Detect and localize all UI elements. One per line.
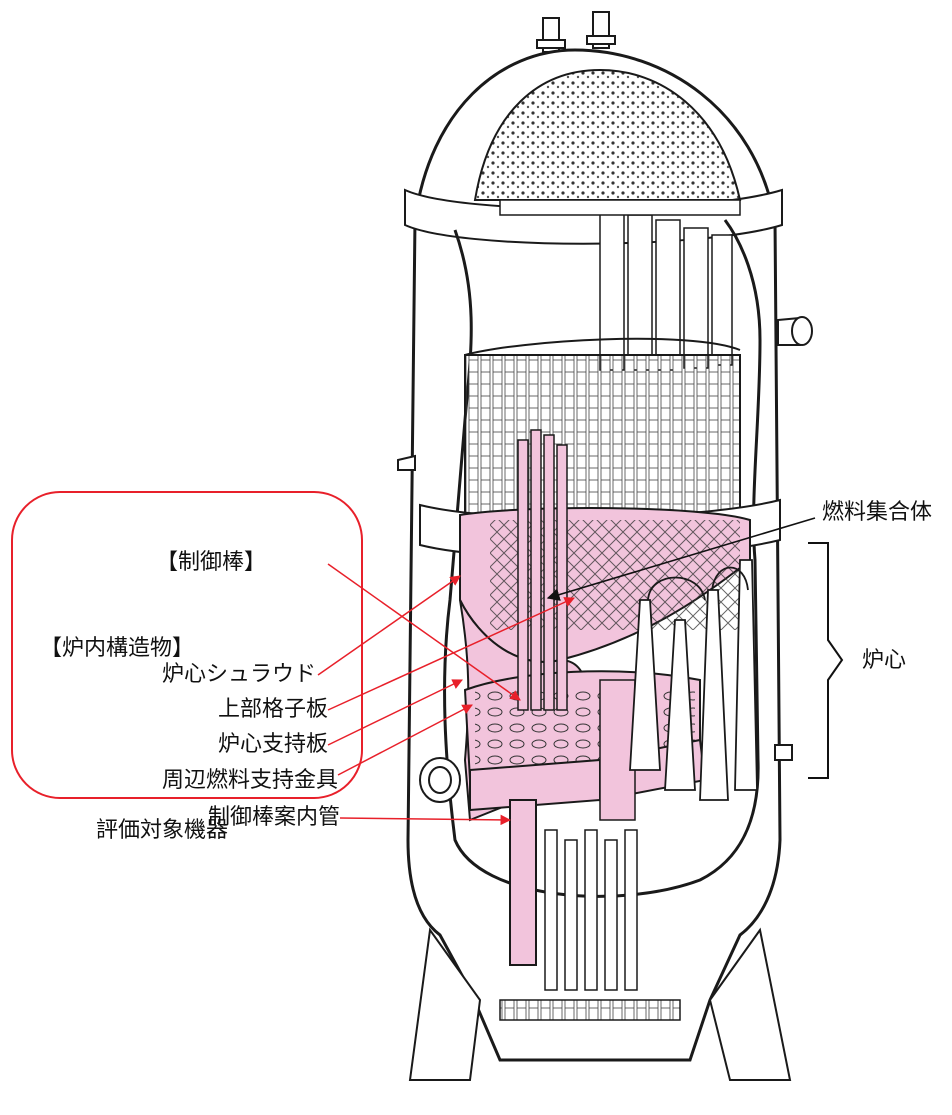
label-internals: 【炉内構造物】 — [40, 636, 195, 661]
control-rod-highlight — [517, 429, 568, 711]
label-evaluation-targets: 評価対象機器 — [96, 818, 229, 843]
steam-dryer-dome — [473, 68, 742, 201]
guide-tube-highlight — [509, 799, 537, 966]
label-core: 炉心 — [862, 648, 907, 673]
label-fuel-assembly: 燃料集合体 — [822, 500, 933, 525]
side-nozzles — [397, 316, 813, 803]
support-skirt — [408, 927, 792, 1081]
label-control-rod: 【制御棒】 — [156, 550, 267, 575]
core-bracket — [808, 542, 844, 779]
label-control-rod-guide-tube: 制御棒案内管 — [207, 805, 340, 830]
steam-dryer-panels — [499, 199, 741, 371]
lower-head-penetrations — [499, 829, 681, 1021]
jet-pumps — [629, 559, 758, 801]
leader-lines — [317, 563, 575, 826]
steam-separator-array — [464, 354, 741, 516]
label-peripheral-fuel-support: 周辺燃料支持金具 — [161, 768, 338, 793]
label-core-shroud: 炉心シュラウド — [161, 662, 316, 687]
label-upper-grid: 上部格子板 — [217, 697, 328, 722]
top-nozzles — [536, 11, 616, 53]
fuel-assembly-arrow — [546, 517, 816, 601]
label-core-support-plate: 炉心支持板 — [217, 732, 328, 757]
